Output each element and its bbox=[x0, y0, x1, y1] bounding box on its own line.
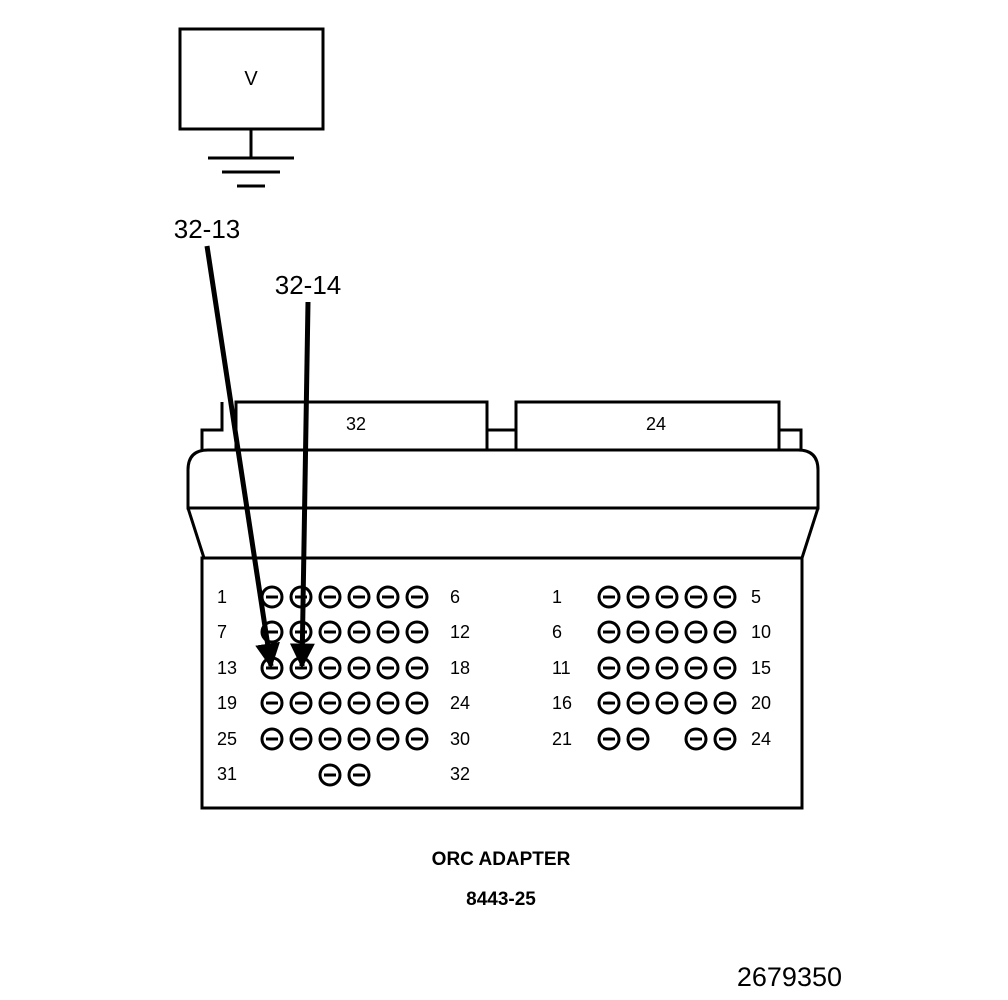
right-row-5-end: 24 bbox=[751, 729, 771, 749]
right-row-3-start: 11 bbox=[552, 658, 571, 678]
pin-socket bbox=[318, 727, 342, 751]
pin-socket bbox=[289, 727, 313, 751]
pin-socket bbox=[289, 691, 313, 715]
right-row-2-end: 10 bbox=[751, 622, 771, 642]
right-row-4-start: 16 bbox=[552, 693, 572, 713]
pin-socket bbox=[260, 727, 284, 751]
pin-socket bbox=[376, 656, 400, 680]
right-row-4-end: 20 bbox=[751, 693, 771, 713]
figure-number: 2679350 bbox=[737, 962, 842, 992]
pin-socket bbox=[347, 656, 371, 680]
connector-24: 24 bbox=[514, 400, 781, 452]
probe-lead-32-14 bbox=[289, 301, 315, 669]
right-pin-block: 1 5 6 10 11 15 16 20 21 24 bbox=[552, 585, 771, 751]
pin-socket bbox=[655, 620, 679, 644]
ground-icon bbox=[208, 129, 294, 188]
pin-socket bbox=[260, 585, 284, 609]
connector-24-label: 24 bbox=[646, 414, 666, 434]
probe-lead-32-13 bbox=[204, 245, 280, 669]
pin-socket bbox=[713, 691, 737, 715]
plug-gap bbox=[485, 428, 518, 452]
adapter-housing bbox=[186, 402, 820, 810]
pin-socket bbox=[684, 656, 708, 680]
left-row-5-start: 25 bbox=[217, 729, 237, 749]
left-row-4-start: 19 bbox=[217, 693, 237, 713]
left-row-6-end: 32 bbox=[450, 764, 470, 784]
pin-socket bbox=[655, 656, 679, 680]
pin-socket bbox=[405, 656, 429, 680]
left-row-5-end: 30 bbox=[450, 729, 470, 749]
pin-socket bbox=[626, 691, 650, 715]
left-row-3-start: 13 bbox=[217, 658, 237, 678]
left-row-2-start: 7 bbox=[217, 622, 227, 642]
pin-socket bbox=[713, 656, 737, 680]
pin-socket bbox=[347, 691, 371, 715]
pin-socket bbox=[626, 727, 650, 751]
pin-socket bbox=[405, 691, 429, 715]
pin-socket bbox=[684, 727, 708, 751]
pin-socket bbox=[347, 763, 371, 787]
connector-32: 32 bbox=[234, 400, 489, 452]
pin-socket bbox=[626, 585, 650, 609]
pin-socket bbox=[405, 727, 429, 751]
pin-socket bbox=[318, 763, 342, 787]
pin-socket bbox=[376, 691, 400, 715]
pin-socket bbox=[318, 585, 342, 609]
pin-socket bbox=[713, 585, 737, 609]
pin-socket bbox=[655, 585, 679, 609]
pin-socket bbox=[405, 620, 429, 644]
probe-label-32-13: 32-13 bbox=[174, 214, 241, 244]
right-row-5-start: 21 bbox=[552, 729, 572, 749]
probe-label-32-14: 32-14 bbox=[275, 270, 342, 300]
pin-socket bbox=[626, 620, 650, 644]
pin-socket bbox=[626, 656, 650, 680]
pin-socket bbox=[347, 727, 371, 751]
pin-socket bbox=[347, 620, 371, 644]
pin-socket bbox=[405, 585, 429, 609]
pin-socket bbox=[597, 691, 621, 715]
voltmeter: V bbox=[178, 27, 325, 131]
right-row-1-start: 1 bbox=[552, 587, 562, 607]
right-row-3-end: 15 bbox=[751, 658, 771, 678]
right-row-2-start: 6 bbox=[552, 622, 562, 642]
pin-socket bbox=[318, 656, 342, 680]
pin-socket bbox=[376, 620, 400, 644]
pin-socket bbox=[318, 620, 342, 644]
pin-socket bbox=[597, 656, 621, 680]
pin-socket bbox=[713, 620, 737, 644]
voltmeter-label: V bbox=[244, 68, 258, 90]
pin-socket bbox=[597, 585, 621, 609]
adapter-title: ORC ADAPTER bbox=[432, 849, 571, 870]
right-pin-grid bbox=[597, 585, 737, 751]
pin-socket bbox=[597, 620, 621, 644]
pin-socket bbox=[655, 691, 679, 715]
pin-socket bbox=[376, 727, 400, 751]
left-row-4-end: 24 bbox=[450, 693, 470, 713]
left-row-2-end: 12 bbox=[450, 622, 470, 642]
pin-socket bbox=[347, 585, 371, 609]
connector-32-label: 32 bbox=[346, 414, 366, 434]
pin-socket bbox=[684, 585, 708, 609]
left-pin-grid bbox=[260, 585, 429, 787]
left-pin-block: 1 6 7 12 13 18 19 24 25 30 31 32 bbox=[217, 585, 470, 787]
pin-socket bbox=[376, 585, 400, 609]
pin-socket bbox=[684, 620, 708, 644]
pin-socket bbox=[684, 691, 708, 715]
adapter-part-number: 8443-25 bbox=[466, 889, 536, 910]
pin-socket bbox=[597, 727, 621, 751]
pin-socket bbox=[260, 691, 284, 715]
pin-socket bbox=[713, 727, 737, 751]
left-row-6-start: 31 bbox=[217, 764, 237, 784]
right-row-1-end: 5 bbox=[751, 587, 761, 607]
left-row-3-end: 18 bbox=[450, 658, 470, 678]
pin-socket bbox=[318, 691, 342, 715]
left-row-1-end: 6 bbox=[450, 587, 460, 607]
left-row-1-start: 1 bbox=[217, 587, 227, 607]
